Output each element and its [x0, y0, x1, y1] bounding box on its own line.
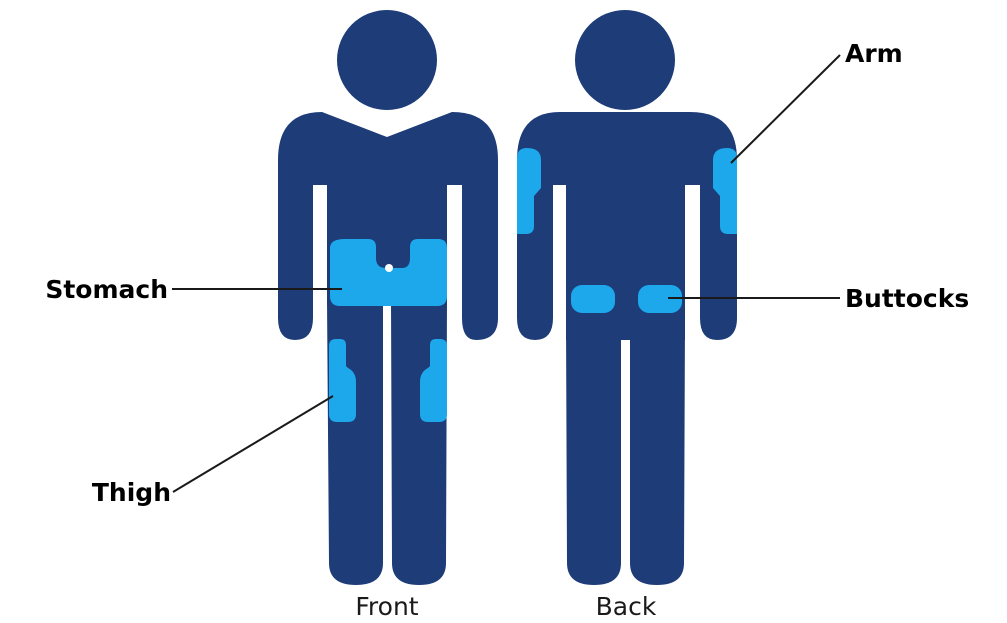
navel: [385, 264, 393, 272]
stomach-label: Stomach: [45, 275, 168, 304]
arm-leader: [731, 55, 840, 163]
front-head: [337, 10, 437, 110]
site-labels: Arm Stomach Buttocks Thigh: [45, 39, 969, 507]
figure-captions: Front Back: [355, 592, 656, 621]
thigh-label: Thigh: [92, 478, 171, 507]
buttock-site-left: [571, 285, 615, 313]
arm-label: Arm: [845, 39, 903, 68]
back-caption: Back: [596, 592, 657, 621]
back-head: [575, 10, 675, 110]
thigh-leader: [173, 396, 333, 492]
back-left-leg: [566, 320, 621, 585]
back-right-leg: [630, 320, 685, 585]
leader-lines: [172, 55, 840, 492]
front-caption: Front: [355, 592, 418, 621]
buttocks-label: Buttocks: [845, 284, 969, 313]
